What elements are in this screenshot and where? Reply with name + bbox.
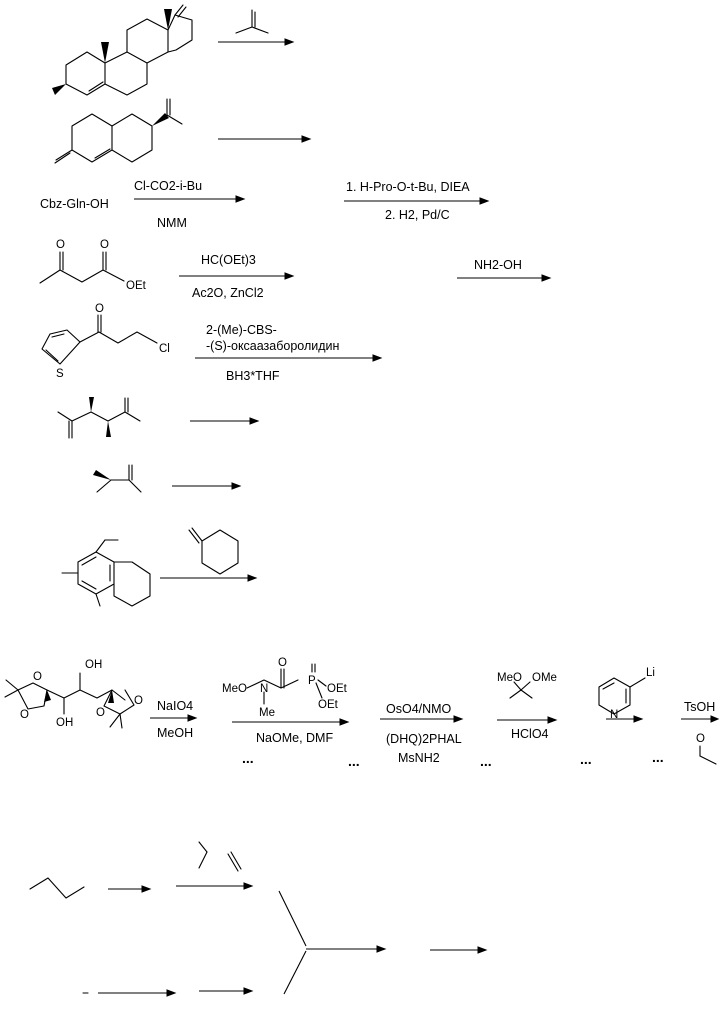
phosphorus-atom: P [308, 675, 316, 687]
n-methyl-label: Me [259, 707, 275, 719]
reaction-7 [93, 464, 242, 493]
pyridine-nitrogen: N [610, 709, 618, 721]
lithiopyridine-reagent: Li N [598, 667, 655, 721]
arrow1-reagent-below: NMM [157, 216, 187, 230]
step6-arrow [681, 715, 720, 723]
arrow2-reagent-above: 1. H-Pro-O-t-Bu, DIEA [346, 180, 470, 194]
amide-oxygen: O [278, 657, 287, 669]
ethoxy-label-2: OEt [318, 699, 339, 711]
arrow1-reagent-below: Ac2O, ZnCl2 [192, 286, 264, 300]
arrow2-reagent-below: 2. H2, Pd/C [385, 208, 450, 222]
lithium-label: Li [646, 667, 655, 679]
ketone-oxygen: O [95, 303, 104, 315]
bottom-hydroxyl: OH [56, 717, 73, 729]
diacetonide-mannitol-structure: OH OH O O O O [4, 659, 143, 729]
converged-arrow [306, 945, 387, 953]
arrow1-reagent-above: Cl-CO2-i-Bu [134, 179, 202, 193]
step3-reagent-above: OsO4/NMO [386, 702, 452, 716]
ester-carbonyl-oxygen: O [100, 239, 109, 251]
arrow2-reagent-above: NH2-OH [474, 258, 522, 272]
ethoxy-label-1: OEt [327, 683, 348, 695]
converging-arrow-lower [283, 950, 307, 995]
butane-structure [29, 877, 85, 899]
step1-reagent-above: NaIO4 [157, 699, 193, 713]
step3-reagent-below-1: (DHQ)2PHAL [386, 732, 462, 746]
reaction-3: Cbz-Gln-OH Cl-CO2-i-Bu NMM 1. H-Pro-O-t-… [40, 179, 490, 230]
methylbutene-structure [93, 464, 142, 493]
dimethyl-diene-structure [57, 397, 141, 439]
reaction-2-arrow [218, 135, 312, 143]
reaction-4-arrow-1 [179, 272, 295, 280]
reaction-8-arrow [160, 574, 258, 582]
reaction-1 [52, 4, 295, 96]
bicyclic-diene-structure [54, 98, 183, 164]
intermediate-ellipsis-5: ... [652, 749, 664, 765]
enol-ether-reagent: O [696, 733, 717, 765]
reaction-10 [29, 841, 488, 997]
dioxolane-oxygen-3: O [96, 707, 105, 719]
alkene-reagents [198, 841, 242, 872]
methylenecyclohexane-reagent [188, 527, 239, 575]
step1-reagent-below: MeOH [157, 726, 193, 740]
reagent-line-2: -(S)-оксаазаборолидин [206, 339, 340, 353]
thiophene-sulfur: S [56, 368, 64, 380]
step4-arrow [497, 716, 558, 724]
ether-oxygen: O [696, 733, 705, 745]
tetralin-aromatic-structure [61, 539, 151, 607]
reaction-4-arrow-2 [457, 274, 552, 282]
step-arrow-c [98, 989, 177, 997]
reaction-2 [54, 98, 312, 164]
intermediate-ellipsis-4: ... [580, 751, 592, 767]
methoxy-label: MeO [222, 683, 247, 695]
steroid-structure [52, 4, 193, 96]
step-arrow-b [176, 882, 254, 890]
methoxy-left: MeO [497, 672, 522, 684]
reagent-line-1: 2-(Me)-CBS- [206, 323, 277, 337]
reaction-1-arrow [218, 38, 295, 46]
reaction-5-arrow [195, 354, 383, 362]
dioxolane-oxygen-4: O [134, 695, 143, 707]
reagent-below: BH3*THF [226, 369, 280, 383]
reaction-8 [61, 527, 258, 607]
reaction-5: O S Cl 2-(Me)-CBS- -(S)-оксаазаборолидин… [41, 303, 383, 383]
final-arrow [430, 946, 488, 954]
top-hydroxyl: OH [85, 659, 102, 671]
intermediate-ellipsis-2: ... [348, 753, 360, 769]
reaction-6 [57, 397, 260, 439]
reaction-6-arrow [190, 417, 260, 425]
step1-arrow [150, 714, 198, 722]
weinreb-phosphonate-reagent: MeO N O P OEt OEt Me [222, 657, 348, 719]
step6-reagent-above: TsOH [684, 700, 715, 714]
dioxolane-oxygen-1: O [33, 671, 42, 683]
step2-arrow [232, 718, 350, 726]
reaction-7-arrow [172, 482, 242, 490]
amide-nitrogen: N [260, 683, 268, 695]
reactant-label: Cbz-Gln-OH [40, 197, 109, 211]
arrow1-reagent-above: HC(OEt)3 [201, 253, 256, 267]
thienyl-chloroketone-structure: O S Cl [41, 303, 170, 380]
reaction-3-arrow-1 [134, 195, 246, 203]
intermediate-ellipsis-1: ... [242, 750, 254, 766]
reaction-3-arrow-2 [344, 197, 490, 205]
methoxy-right: OMe [532, 672, 557, 684]
converging-arrow-upper [278, 890, 307, 947]
reaction-4: O O OEt HC(OEt)3 Ac2O, ZnCl2 NH2-OH [39, 239, 552, 300]
step4-reagent-below: HClO4 [511, 727, 549, 741]
ethyl-acetoacetate-structure: O O OEt [39, 239, 147, 292]
ketone-oxygen: O [56, 239, 65, 251]
reaction-9: OH OH O O O O NaIO4 MeOH MeO N O P [4, 657, 720, 769]
step2-reagent-below: NaOMe, DMF [256, 731, 333, 745]
dimethoxypropane-reagent: MeO OMe [497, 672, 557, 699]
dioxolane-oxygen-2: O [20, 709, 29, 721]
isobutylene-reagent [235, 9, 269, 34]
chloride-label: Cl [159, 343, 170, 355]
step3-arrow [380, 715, 464, 723]
step3-reagent-below-2: MsNH2 [398, 751, 440, 765]
step-arrow-a [108, 885, 152, 893]
step-arrow-d [199, 987, 254, 995]
ester-oet-label: OEt [126, 280, 147, 292]
intermediate-ellipsis-3: ... [480, 753, 492, 769]
step5-arrow [606, 715, 644, 723]
